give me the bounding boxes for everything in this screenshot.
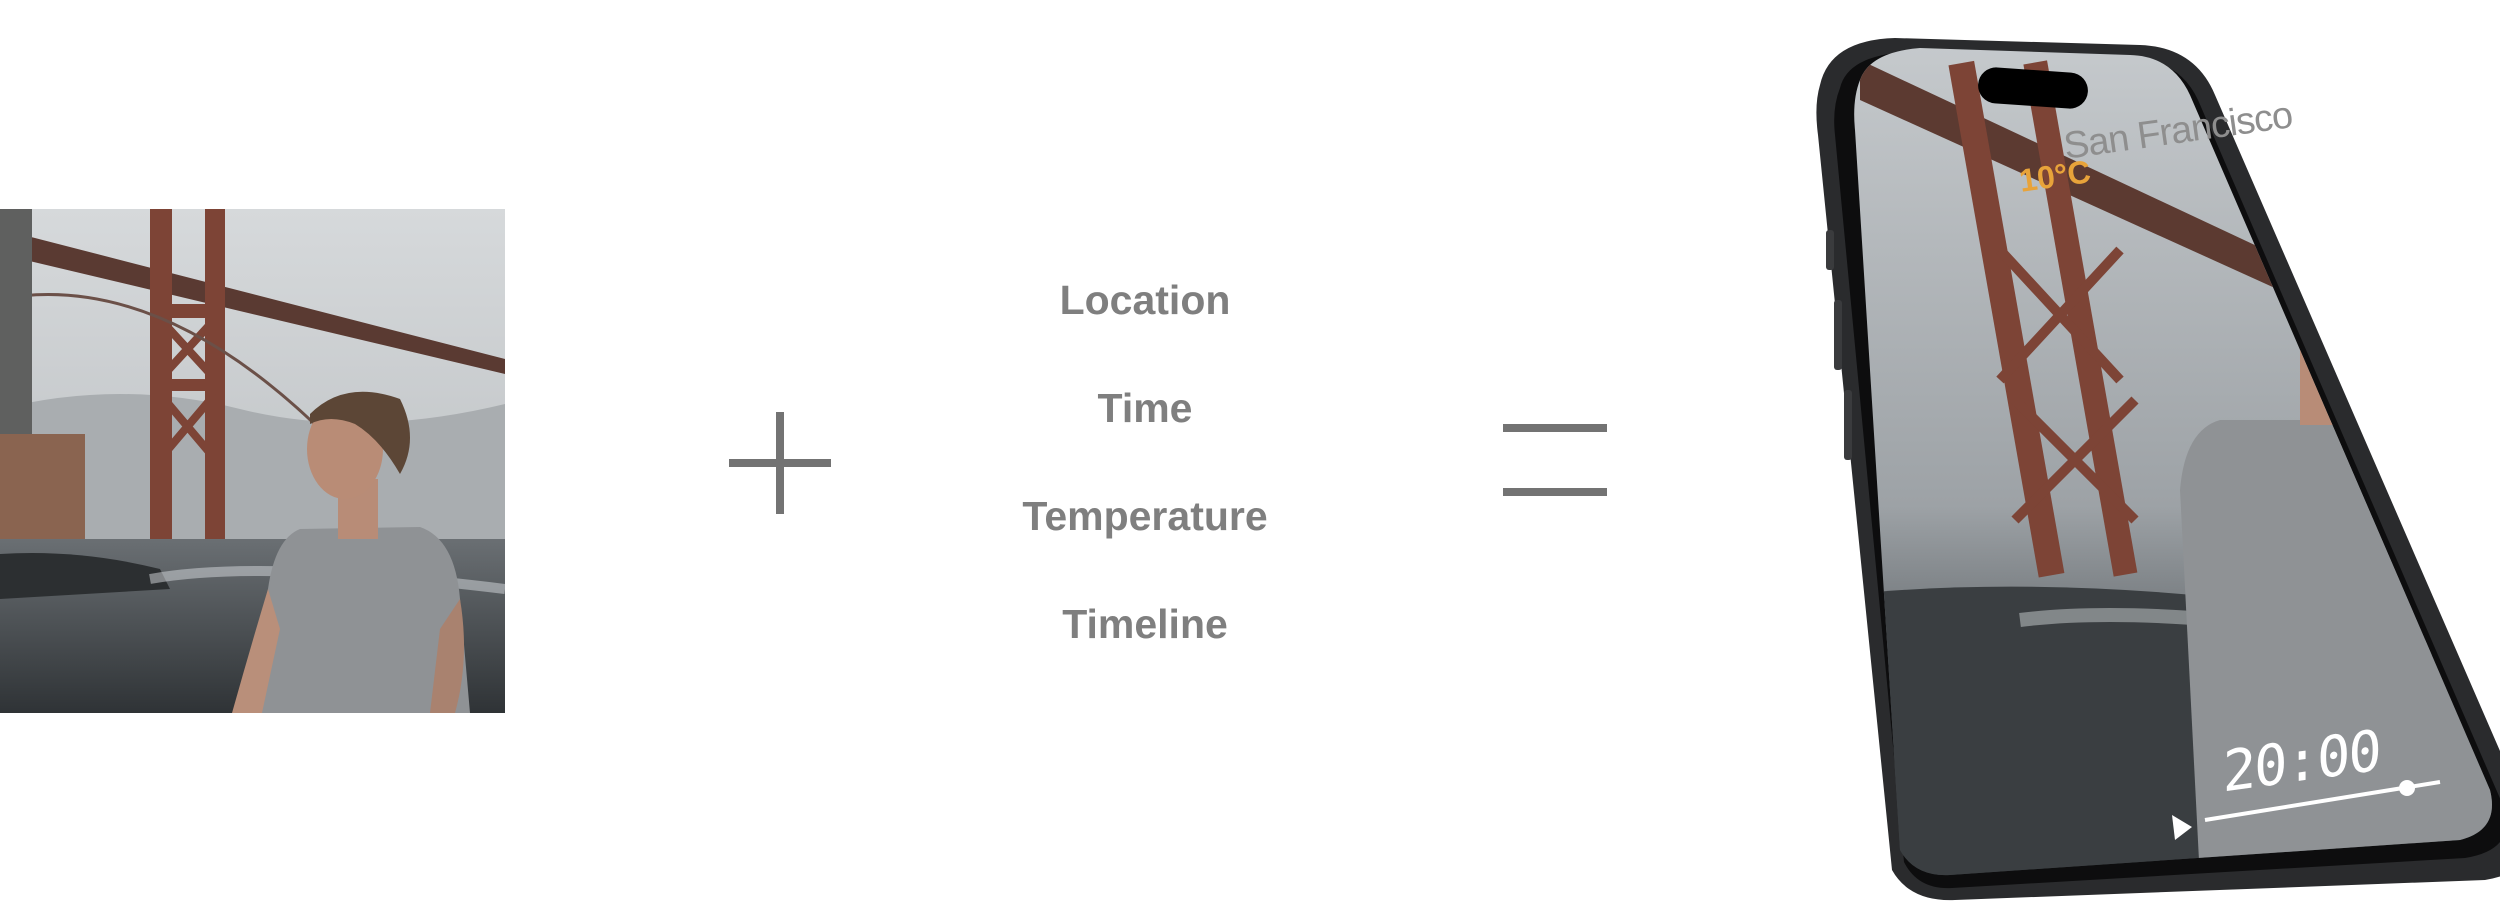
- phone-device: [1816, 38, 2500, 901]
- input-list: Location Time Temperature Timeline: [945, 268, 1345, 700]
- input-time: Time: [1097, 385, 1193, 431]
- plus-icon: [729, 412, 831, 514]
- source-photo: [0, 209, 505, 713]
- phone-mockup: [1800, 0, 2500, 920]
- input-timeline: Timeline: [1062, 601, 1228, 647]
- play-icon: [2172, 815, 2192, 840]
- timeline-knob: [2399, 780, 2415, 796]
- input-temperature: Temperature: [1022, 493, 1268, 539]
- photo-illustration: [0, 209, 505, 713]
- equals-icon: [1503, 424, 1607, 496]
- input-location: Location: [1059, 277, 1231, 323]
